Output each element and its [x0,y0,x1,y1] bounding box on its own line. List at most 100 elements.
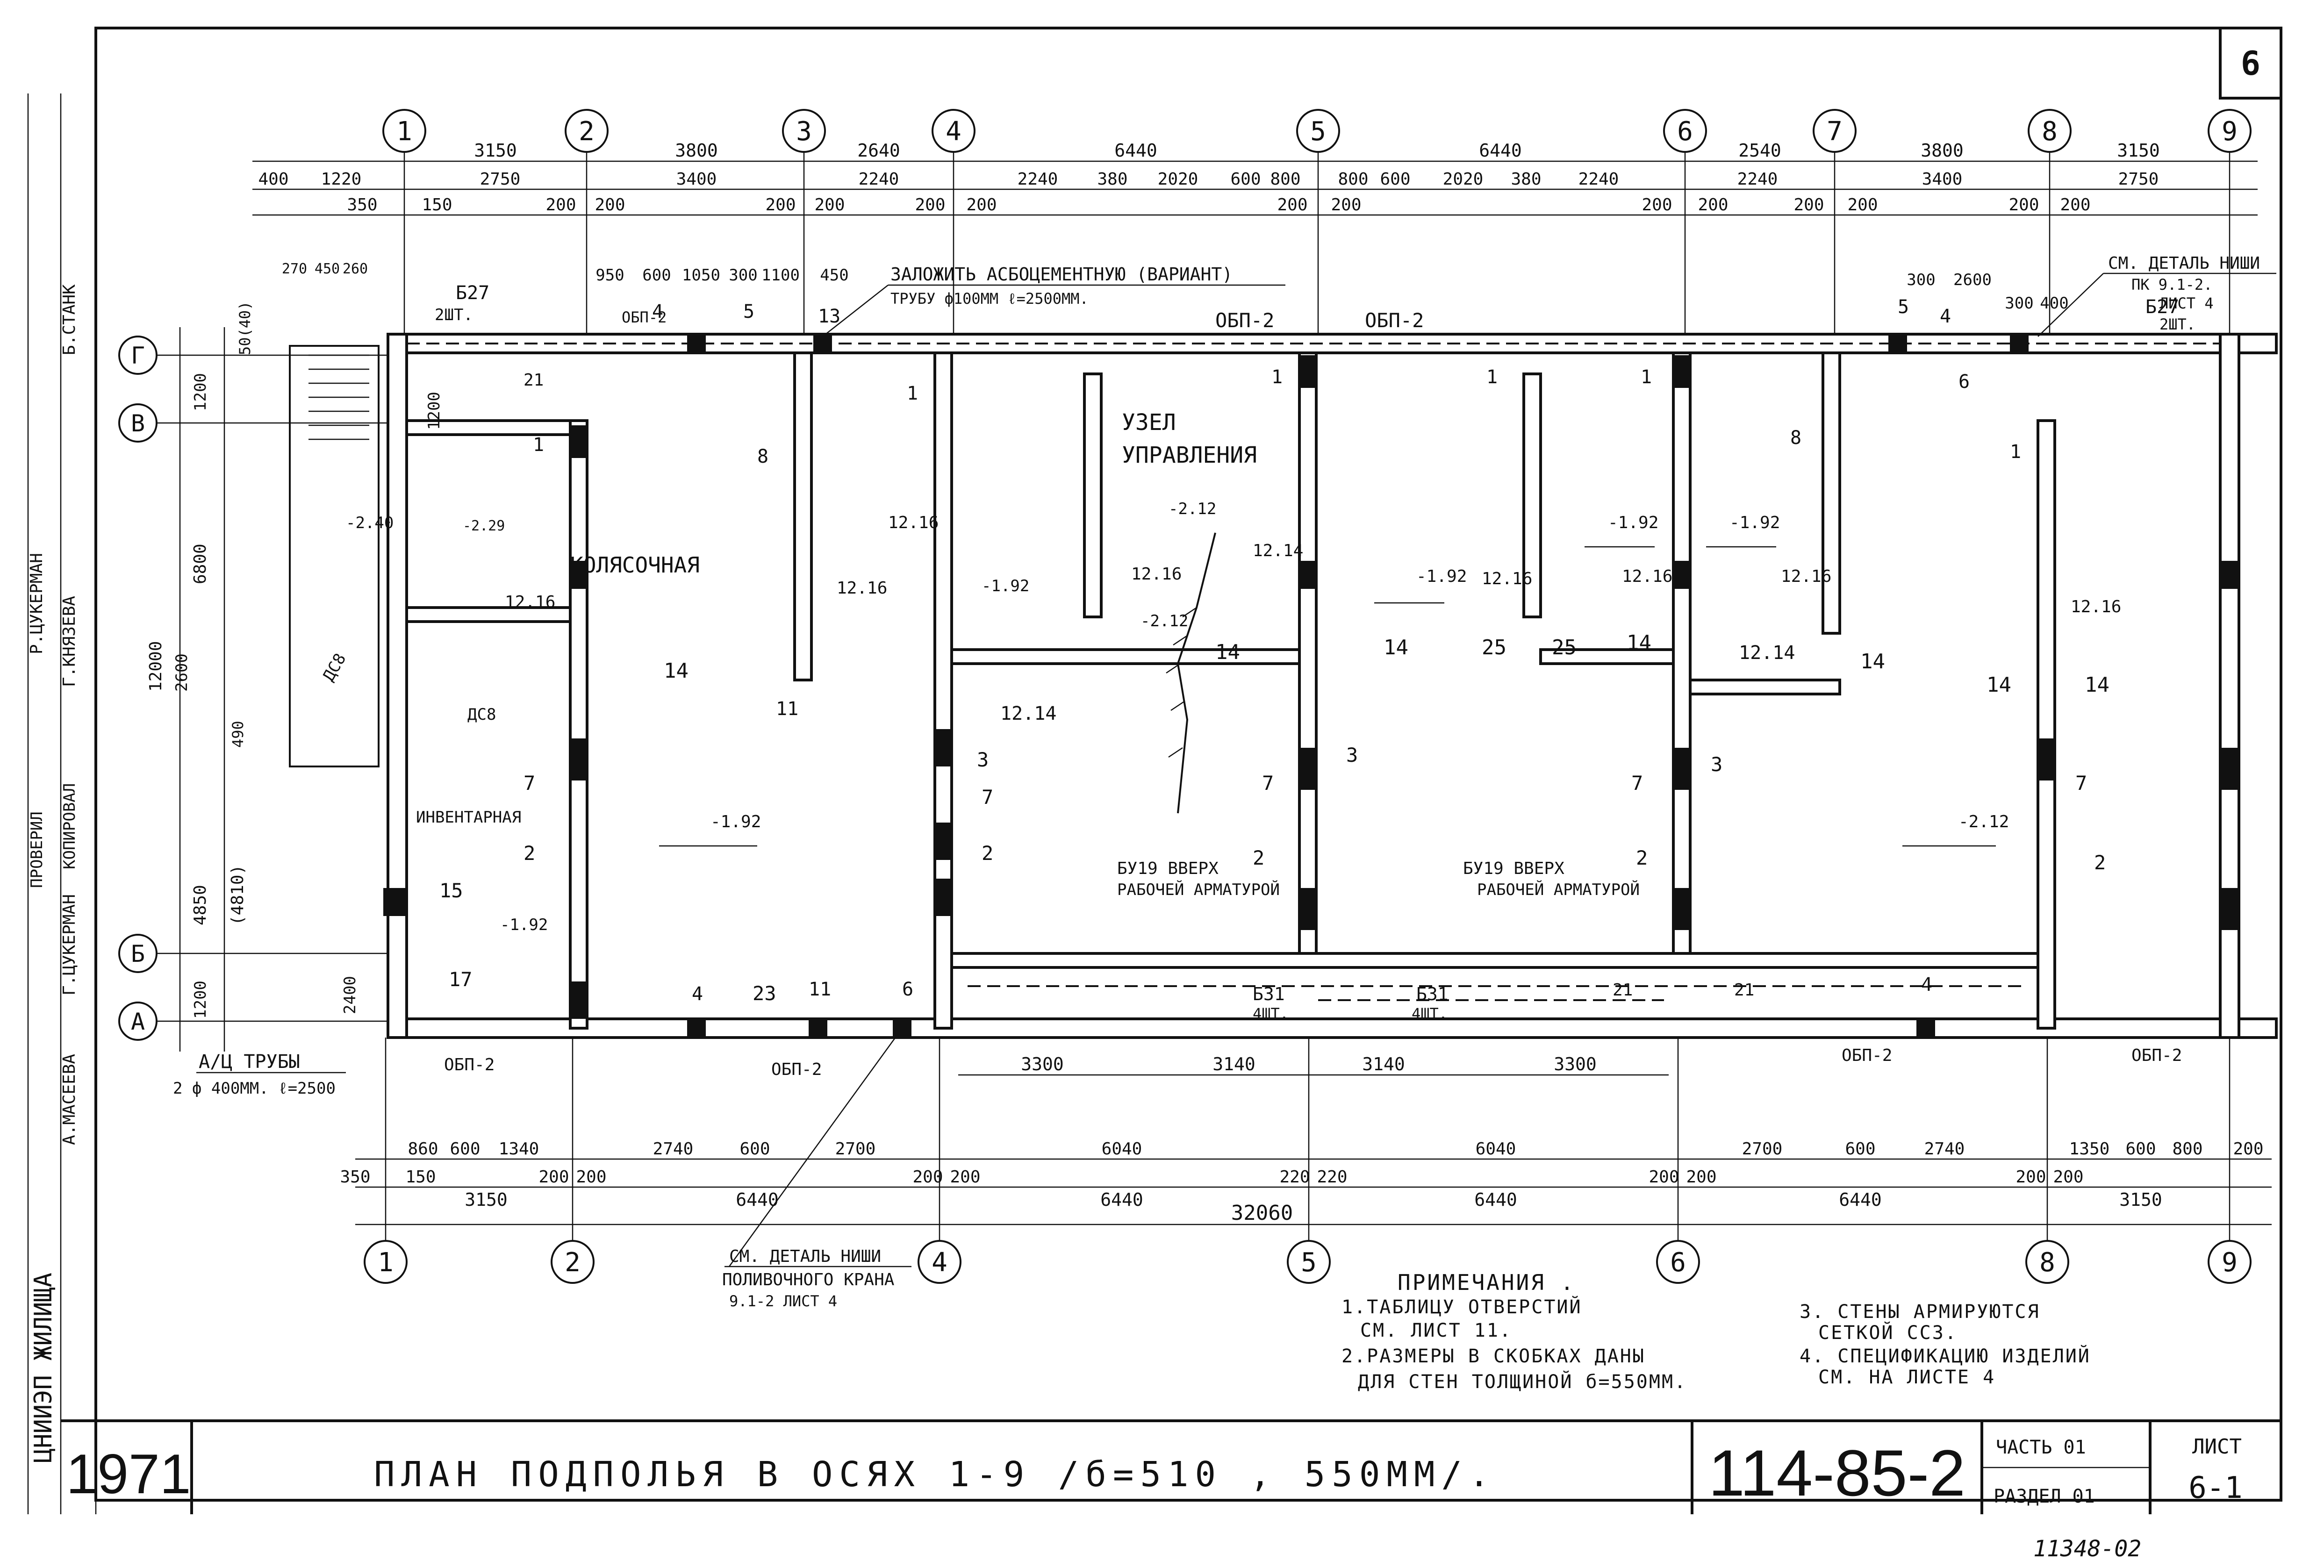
mark-1-b: 1 [907,383,918,404]
mark-12-16-g: 12.16 [1781,567,1831,586]
notes-3b: СЕТКОЙ СС3. [1818,1321,1958,1344]
mark-12-16-b: 12.16 [837,579,887,598]
dim-bot2-6: 200 [912,1167,943,1187]
dim-top3-12: 200 [1793,195,1824,215]
mark-b27-right-qty: 2ШТ. [2159,315,2195,333]
dims-bottom-mid: 3300 3140 3140 3300 [1021,1054,1597,1074]
axis-label-bottom-6: 6 [1670,1247,1686,1278]
mark-3-b: 3 [1346,744,1358,766]
dim-bot1-11: 1350 [2069,1139,2110,1159]
mark-17: 17 [449,968,473,991]
title-code: 114-85-2 [1708,1436,1965,1510]
mark-b31-left: Б31 [1253,984,1285,1004]
axis-label-top-7: 7 [1827,116,1843,147]
dim-top4-7: 1100 [761,266,800,285]
mark-2-c: 2 [1253,846,1264,869]
dim-top3-1: 150 [422,195,452,215]
axis-bubbles-bottom: 1 2 4 5 6 8 9 [364,1240,2252,1284]
mark-2-d: 2 [1636,846,1648,869]
dim-left-1: 1200 [191,373,210,411]
level-8: -1.92 [1608,513,1658,532]
mark-7-c: 7 [1262,772,1274,795]
mark-b27-left-qty: 2ШТ. [435,306,473,324]
mark-b31-left-qty: 4ШТ. [1253,1005,1289,1023]
side-stamp-name-4: Б.СТАНК [60,284,79,355]
axis-label-top-1: 1 [396,116,412,147]
note-ac-pipes: А/Ц ТРУБЫ [199,1051,300,1073]
level-9: -1.92 [1729,513,1780,532]
axis-label-bottom-1: 1 [378,1247,394,1278]
dim-bot1-3: 2740 [653,1139,694,1159]
mark-12-16-f: 12.16 [1622,567,1672,586]
mark-obp2-bottom-1: ОБП-2 [444,1055,495,1074]
dim-top4-5: 1050 [682,266,720,285]
mark-ds8-b: ДС8 [467,705,496,724]
dim-left-3: 12000 [146,641,165,692]
title-block: 1971 ПЛАН ПОДПОЛЬЯ В ОСЯХ 1-9 /б=510 , 5… [61,1419,2281,1562]
dim-left-10: 1200 [425,392,444,430]
dim-top3-0: 350 [347,195,377,215]
notes-3a: 3. СТЕНЫ АРМИРУЮТСЯ [1800,1301,2040,1323]
dims-top-row1: 3150 3800 2640 6440 6440 2540 3800 3150 [474,140,2160,161]
dim-top2-12: 2020 [1443,170,1484,189]
dim-top2-0: 400 [258,170,288,189]
title-part: ЧАСТЬ 01 [1996,1437,2086,1458]
axis-label-bottom-8: 8 [2039,1247,2055,1278]
dim-bot2-15: 200 [2016,1167,2046,1187]
notes-4a: 4. СПЕЦИФИКАЦИЮ ИЗДЕЛИЙ [1800,1345,2091,1367]
mark-2-e: 2 [2094,851,2106,874]
axis-label-top-9: 9 [2222,116,2238,147]
axis-label-left-g: Г [131,342,145,369]
mark-13: 13 [818,306,840,327]
dim-top2-6: 380 [1097,170,1127,189]
mark-15: 15 [439,879,463,902]
dim-top4-11: 300 [2005,294,2033,313]
side-stamp-name-1: А.МАСЕЕВА [60,1054,79,1145]
mark-25-a: 25 [1482,636,1506,659]
dim-top2-14: 2240 [1578,170,1619,189]
mark-6-b: 6 [1958,371,1970,393]
notes-1a: 1.ТАБЛИЦУ ОТВЕРСТИЙ [1341,1296,1582,1318]
element-marks: 1 1 1 1 1 1 2 2 2 2 2 3 3 3 7 7 7 7 7 14… [319,296,2121,1005]
mark-b27-right: Б27 [2145,296,2179,318]
side-stamp-org: ЦНИИЭП ЖИЛИЩА [29,1273,57,1463]
dim-top3-3: 200 [595,195,625,215]
mark-14-b: 12.14 [1739,642,1795,664]
dims-bottom-row1: 860 600 1340 2740 600 2700 6040 6040 270… [408,1139,2263,1159]
axis-label-bottom-2: 2 [565,1247,581,1278]
slope-hatch [1166,532,1216,814]
mark-24-a: 14 [664,659,689,683]
level-10: -2.12 [1958,812,2009,831]
dim-bot2-10: 220 [1317,1167,1347,1187]
room-control-node-2: УПРАВЛЕНИЯ [1122,442,1257,468]
dims-top-row3: 350 150 200 200 200 200 200 200 200 200 … [347,195,2090,215]
mark-24-e: 14 [1860,650,1885,673]
level-2: -1.92 [500,916,548,934]
sheet-number-box [2219,27,2282,100]
dim-top1-6: 3800 [1921,140,1964,161]
dim-bot2-14: 6440 [1839,1189,1882,1210]
dim-top3-13: 200 [1847,195,1878,215]
notes-block: ПРИМЕЧАНИЯ . 1.ТАБЛИЦУ ОТВЕРСТИЙ СМ. ЛИС… [1341,1270,2091,1393]
side-stamp-role-1: ПРОВЕРИЛ [28,811,46,888]
mark-8-a: 8 [757,446,768,467]
mark-12-16-c: 12.16 [888,513,939,532]
dim-bot2-11: 6440 [1474,1189,1517,1210]
dim-top3-6: 200 [915,195,945,215]
axis-label-top-8: 8 [2042,116,2058,147]
axis-label-left-a: А [131,1008,145,1035]
mark-1-f: 1 [2010,441,2021,463]
axis-label-top-5: 5 [1310,116,1326,147]
mark-21-c: 21 [1734,981,1754,1000]
note-bu19-right: БУ19 ВВЕРХ [1463,859,1564,878]
mark-12-16-a: 12.16 [505,593,555,612]
dim-bot2-16: 200 [2053,1167,2083,1187]
dim-bot1-9: 600 [1845,1139,1875,1159]
dim-top2-3: 3400 [676,170,717,189]
dims-left: 50(40) 1200 6800 12000 2600 4850 (4810) … [146,301,444,1019]
dim-bot2-1: 150 [405,1167,436,1187]
note-ac-pipes-2: 2 ф 400ММ. ℓ=2500 [173,1079,336,1098]
mark-1-e: 1 [1641,366,1652,388]
axis-label-top-4: 4 [946,116,961,147]
